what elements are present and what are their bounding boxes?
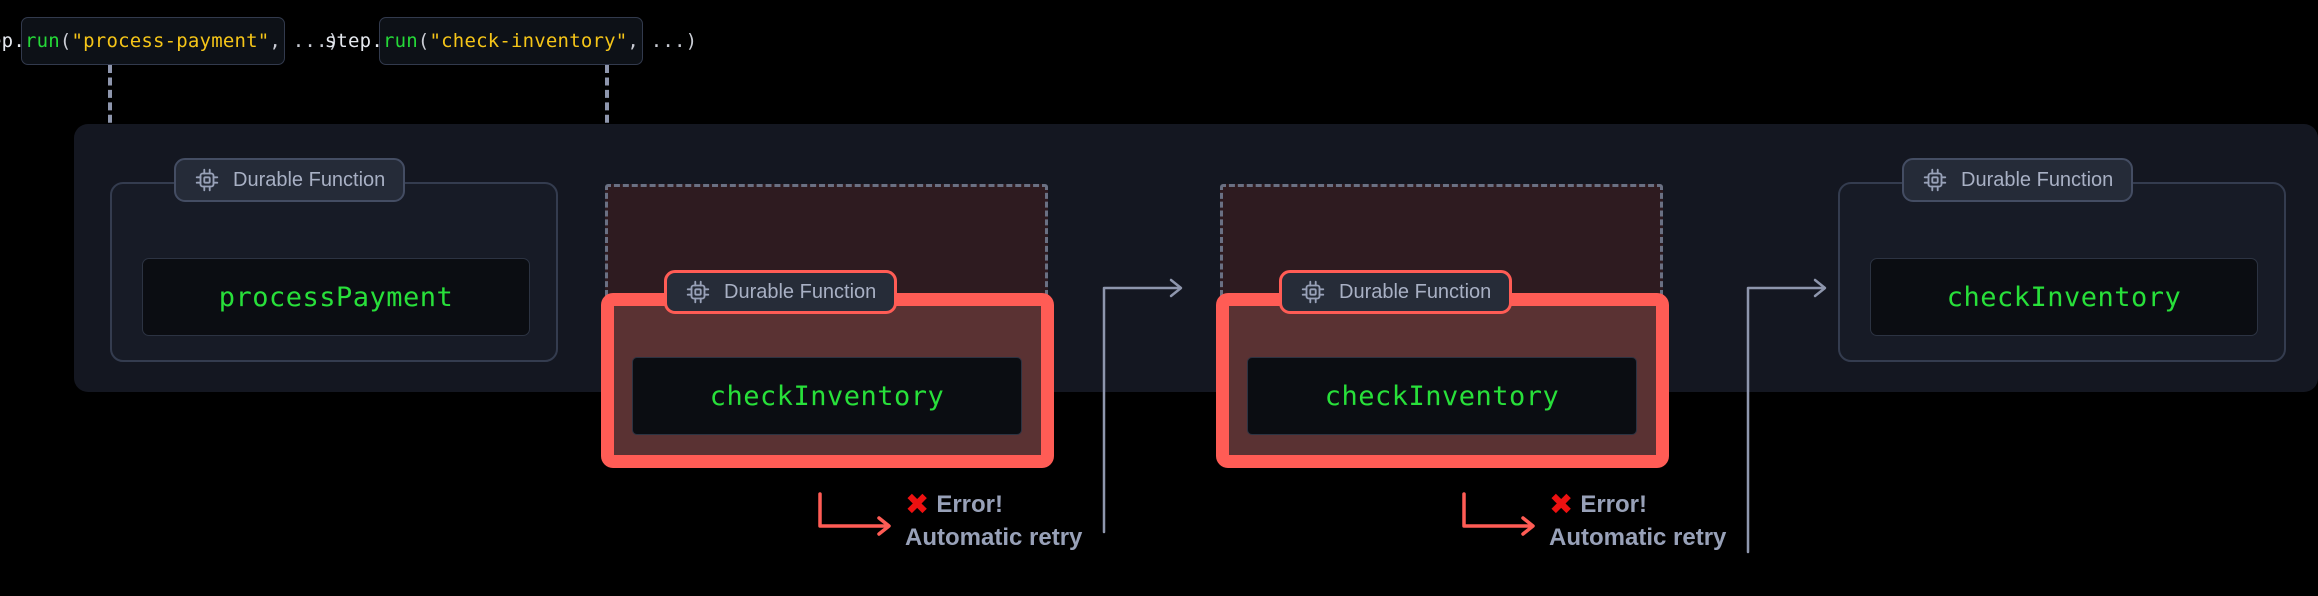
durable-function-badge-label: Durable Function (1339, 280, 1492, 303)
code-token-method: run (382, 30, 418, 52)
code-token-rest-args: ... (650, 30, 686, 52)
durable-function-card-step-2-attempt-3[interactable]: checkInventory (1838, 182, 2286, 362)
code-token-open-paren: ( (59, 30, 72, 52)
durable-function-badge-label: Durable Function (233, 168, 386, 191)
flow-arrow-attempt-1-to-2 (1102, 278, 1183, 534)
durable-function-badge-label: Durable Function (724, 280, 877, 303)
cpu-chip-icon (195, 168, 219, 192)
error-subtitle: Automatic retry (1549, 524, 1727, 551)
code-token-arg-string: "check-inventory" (429, 30, 628, 52)
code-token-dot: . (371, 30, 383, 52)
code-token-arg-string: "process-payment" (71, 30, 270, 52)
cpu-chip-icon (1301, 280, 1325, 304)
code-callout-check-inventory: step.run("check-inventory", ...) (325, 17, 697, 65)
code-token-comma: , (269, 30, 282, 52)
code-token-dot: . (13, 30, 25, 52)
code-token-object: step (324, 30, 372, 52)
durable-function-badge-step-1[interactable]: Durable Function (174, 158, 406, 202)
error-cross-icon: ✖ (905, 487, 930, 521)
function-name-box: checkInventory (1870, 258, 2258, 336)
function-name-box: checkInventory (632, 357, 1022, 435)
function-name-label: checkInventory (709, 380, 945, 412)
code-token-open-paren: ( (417, 30, 430, 52)
function-name-box: processPayment (142, 258, 530, 336)
code-token-method: run (24, 30, 60, 52)
function-name-label: processPayment (218, 281, 454, 313)
error-title: Error! (936, 490, 1003, 518)
error-subtitle: Automatic retry (905, 524, 1083, 551)
flow-arrow-attempt-2-to-3 (1746, 278, 1827, 554)
durable-function-card-step-1[interactable]: processPayment (110, 182, 558, 362)
retry-arrow-error-1 (818, 492, 891, 536)
error-annotation-2: ✖ Error! Automatic retry (1549, 490, 1726, 552)
durable-function-badge-step-2-attempt-1[interactable]: Durable Function (664, 270, 898, 314)
durable-function-badge-step-2-attempt-3[interactable]: Durable Function (1902, 158, 2134, 202)
cpu-chip-icon (1923, 168, 1947, 192)
error-annotation-1: ✖ Error! Automatic retry (905, 490, 1082, 552)
error-title: Error! (1580, 490, 1647, 518)
code-token-object: step (0, 30, 14, 52)
code-token-close-paren: ) (327, 30, 340, 52)
cpu-chip-icon (686, 280, 710, 304)
code-callout-process-payment: step.run("process-payment", ...) (0, 17, 339, 65)
durable-function-badge-label: Durable Function (1961, 168, 2114, 191)
error-cross-icon: ✖ (1549, 487, 1574, 521)
code-token-close-paren: ) (685, 30, 698, 52)
code-token-rest-args: ... (292, 30, 328, 52)
code-token-comma: , (627, 30, 640, 52)
function-name-label: checkInventory (1324, 380, 1560, 412)
function-name-box: checkInventory (1247, 357, 1637, 435)
retry-arrow-error-2 (1462, 492, 1535, 536)
durable-function-badge-step-2-attempt-2[interactable]: Durable Function (1279, 270, 1513, 314)
function-name-label: checkInventory (1946, 281, 2182, 313)
